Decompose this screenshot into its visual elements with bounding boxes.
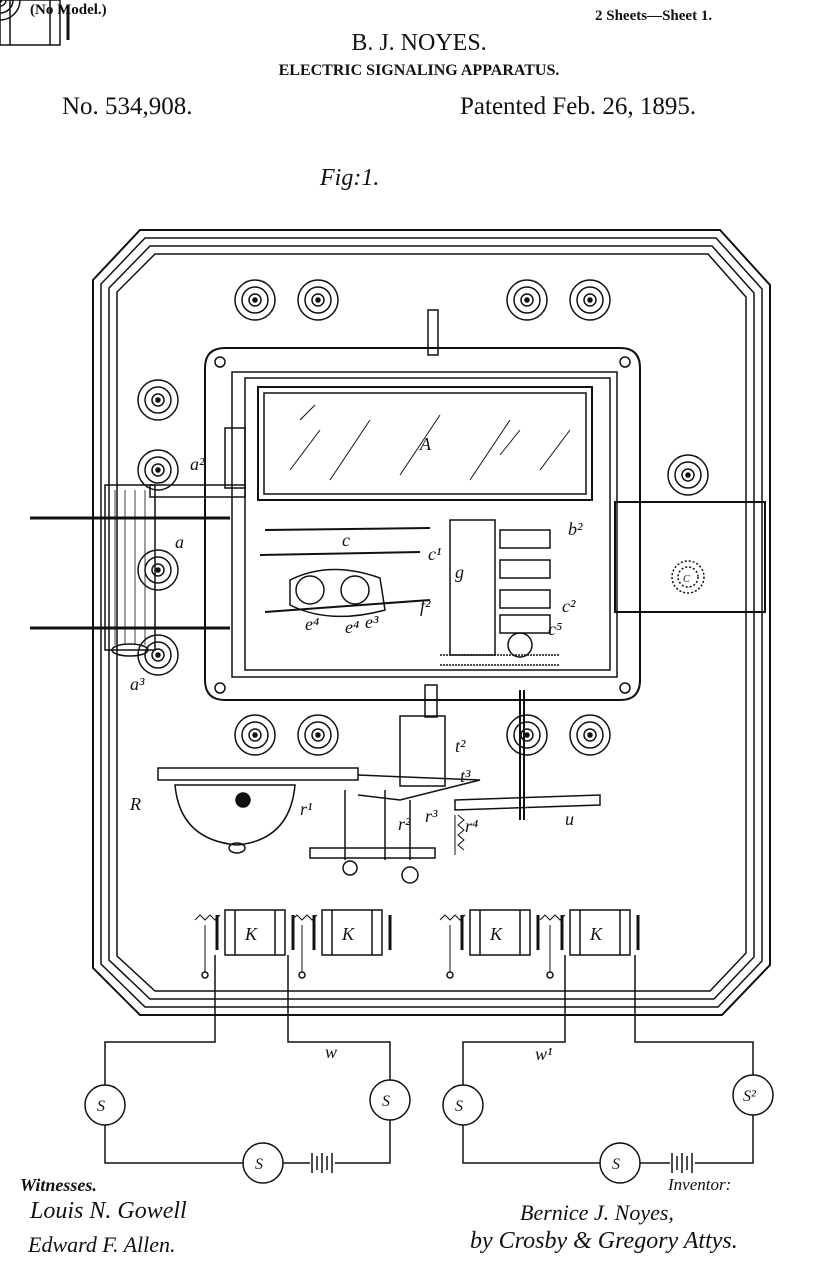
- sheet-number: 2 Sheets—Sheet 1.: [595, 8, 713, 24]
- label-e3: e³: [365, 612, 379, 632]
- label-K-3: K: [489, 924, 503, 944]
- attorneys-signature: by Crosby & Gregory Attys.: [470, 1228, 738, 1254]
- label-c2: c²: [562, 596, 576, 616]
- label-A: A: [419, 434, 432, 454]
- electromagnet-coil: [30, 427, 246, 657]
- right-plate: [614, 501, 766, 613]
- label-u: u: [565, 809, 574, 829]
- witnesses-label: Witnesses.: [20, 1175, 97, 1195]
- bell-assembly: [157, 684, 601, 884]
- label-t2: t²: [455, 736, 466, 756]
- label-S-1: S: [97, 1098, 105, 1115]
- top-shaft: [427, 309, 439, 356]
- label-e4-1: e⁴: [305, 614, 319, 634]
- label-c5: c⁵: [548, 619, 562, 639]
- label-r1: r¹: [300, 799, 312, 819]
- label-w: w: [325, 1042, 337, 1062]
- label-e4-2: e⁴: [345, 617, 359, 637]
- label-S-3: S: [255, 1156, 263, 1173]
- label-K-2: K: [341, 924, 355, 944]
- mechanism-frame: [204, 347, 641, 701]
- label-C: C: [683, 574, 690, 585]
- patent-title: ELECTRIC SIGNALING APPARATUS.: [278, 62, 560, 79]
- label-S-2: S: [382, 1093, 390, 1110]
- figure-label: Fig:1.: [320, 165, 380, 191]
- inventor-label: Inventor:: [668, 1175, 732, 1194]
- label-b2: b²: [568, 519, 583, 539]
- label-a2: a²: [190, 454, 205, 474]
- witness-signature-2: Edward F. Allen.: [28, 1232, 176, 1257]
- witness-signature-1: Louis N. Gowell: [30, 1198, 187, 1224]
- label-a3: a³: [130, 674, 145, 694]
- inventor-signature: Bernice J. Noyes,: [520, 1200, 674, 1225]
- patent-number: No. 534,908.: [62, 93, 193, 120]
- label-r4: r⁴: [465, 816, 478, 836]
- label-S-4: S: [455, 1098, 463, 1115]
- label-r3: r³: [425, 806, 438, 826]
- k-magnets: [0, 0, 640, 980]
- label-S2: S²: [743, 1088, 757, 1105]
- label-K-4: K: [589, 924, 603, 944]
- label-r2: r²: [398, 814, 411, 834]
- clockwork-mechanism: [259, 519, 560, 666]
- label-t3: t³: [460, 766, 471, 786]
- label-S-5: S: [612, 1156, 620, 1173]
- signal-circuits: [84, 955, 774, 1184]
- label-K-1: K: [244, 924, 258, 944]
- outer-frame: [92, 229, 771, 1016]
- inventor-name: B. J. NOYES.: [351, 30, 487, 56]
- label-a: a: [175, 532, 184, 552]
- label-g: g: [455, 562, 464, 582]
- label-w1: w¹: [535, 1044, 552, 1064]
- label-R: R: [129, 794, 141, 814]
- patent-date: Patented Feb. 26, 1895.: [460, 93, 697, 120]
- glass-window: [257, 386, 593, 501]
- label-c1: c¹: [428, 544, 441, 564]
- label-f2: f²: [420, 596, 431, 616]
- label-c: c: [342, 530, 350, 550]
